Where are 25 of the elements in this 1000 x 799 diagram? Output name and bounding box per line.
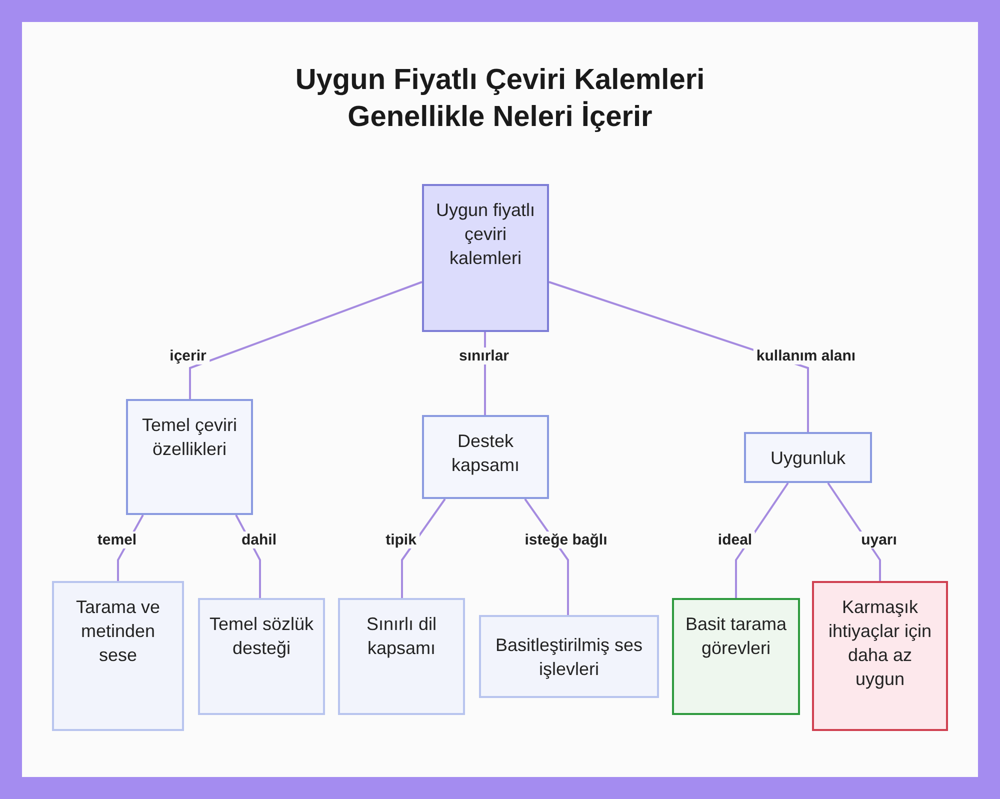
node-text: Destek kapsamı [450,430,521,477]
node-text: Tarama ve metinden sese [74,596,162,667]
concept-box [672,598,800,715]
concept-box [198,598,325,715]
edge-label: tipik [382,532,420,548]
node-text: Temel sözlük desteği [208,613,315,660]
concept-box [812,581,948,731]
concept-box [422,184,549,332]
node-text: Uygun fiyatlı çeviri kalemleri [434,199,536,270]
concept-box [479,615,659,698]
node-text: Karmaşık ihtiyaçlar için daha az uygun [827,596,933,691]
node-text: Temel çeviri özellikleri [140,414,238,461]
concept-box [52,581,184,731]
node-text: Sınırlı dil kapsamı [365,613,438,660]
concept-box [338,598,465,715]
node-text: Basitleştirilmiş ses işlevleri [494,634,644,680]
diagram-title: Uygun Fiyatlı Çeviri Kalemleri Genellikle Neleri İçerir [294,63,706,135]
concept-box [422,415,549,499]
concept-box [744,432,872,483]
connector-line [189,281,422,399]
connector-line [401,498,446,598]
connector-line [735,482,789,598]
node-text: Basit tarama görevleri [684,613,788,660]
node-text: Uygunluk [770,447,846,470]
concept-box [126,399,253,515]
